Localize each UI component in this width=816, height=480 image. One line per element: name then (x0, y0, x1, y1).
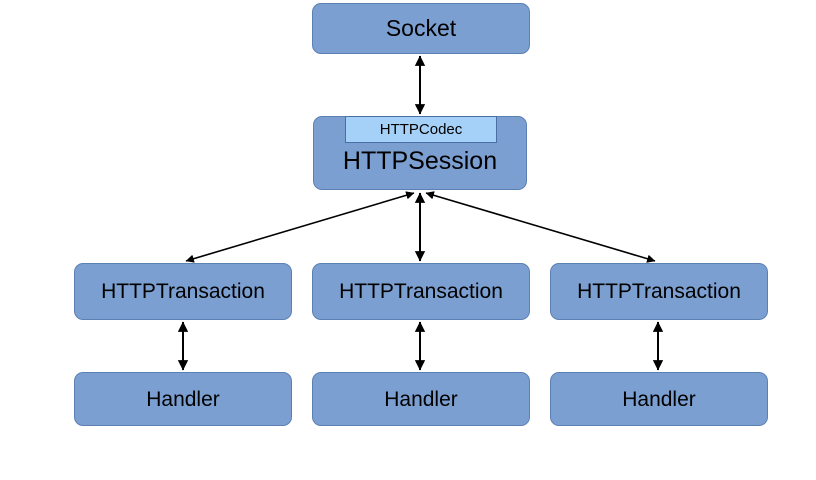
node-httpcodec-label: HTTPCodec (379, 121, 463, 138)
node-transaction-center[interactable]: HTTPTransaction (312, 263, 530, 320)
node-handler-left-label: Handler (146, 387, 220, 411)
node-handler-left[interactable]: Handler (74, 372, 292, 426)
node-transaction-right-label: HTTPTransaction (577, 280, 741, 303)
edge-session-transaction-right (425, 191, 656, 263)
node-transaction-left[interactable]: HTTPTransaction (74, 263, 292, 320)
node-httpsession[interactable]: HTTPCodec HTTPSession (313, 116, 527, 190)
node-socket-label: Socket (385, 15, 457, 41)
node-handler-right[interactable]: Handler (550, 372, 768, 426)
node-transaction-right[interactable]: HTTPTransaction (550, 263, 768, 320)
node-handler-center[interactable]: Handler (312, 372, 530, 426)
node-handler-center-label: Handler (384, 387, 458, 411)
node-httpcodec[interactable]: HTTPCodec (345, 116, 497, 143)
edge-session-transaction-left (185, 191, 415, 263)
node-httpsession-label: HTTPSession (342, 147, 498, 175)
node-transaction-left-label: HTTPTransaction (101, 280, 265, 303)
node-transaction-center-label: HTTPTransaction (339, 280, 503, 303)
node-socket[interactable]: Socket (312, 3, 530, 54)
node-handler-right-label: Handler (622, 387, 696, 411)
